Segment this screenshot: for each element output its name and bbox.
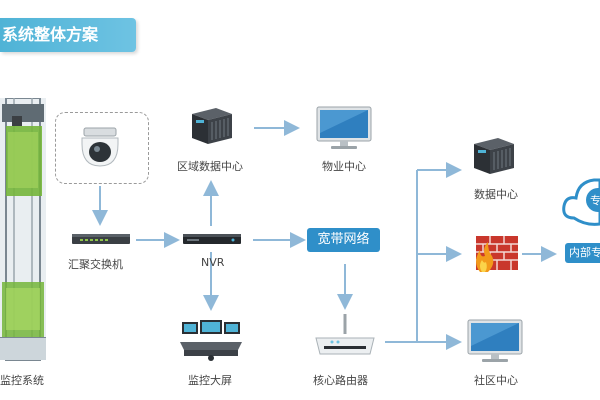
desktop-monitor-icon xyxy=(316,106,372,149)
router-icon xyxy=(315,314,375,355)
data-center-label: 数据中心 xyxy=(474,188,518,201)
network-switch-icon xyxy=(72,234,130,244)
core-router-label: 核心路由器 xyxy=(313,374,368,387)
broadband-network-box: 宽带网络 xyxy=(307,228,380,252)
switch-label: 汇聚交换机 xyxy=(68,258,123,271)
cloud-top-label: 专 xyxy=(590,194,600,207)
page-title: 系统整体方案 xyxy=(0,18,136,52)
community-center-label: 社区中心 xyxy=(474,374,518,387)
dome-camera-icon xyxy=(81,127,119,167)
server-rack-icon xyxy=(192,108,232,144)
camera-frame xyxy=(55,112,149,184)
cloud-internal-label: 内部专 xyxy=(565,243,600,263)
server-rack-icon xyxy=(474,138,514,174)
cloud-icon xyxy=(562,178,600,226)
elevator-shaft-icon xyxy=(0,98,46,361)
property-center-label: 物业中心 xyxy=(322,160,366,173)
regional-dc-label: 区域数据中心 xyxy=(177,160,243,173)
nvr-device-icon xyxy=(183,234,241,244)
control-desk-icon xyxy=(180,320,242,361)
elevator-label: 监控系统 xyxy=(0,374,44,387)
firewall-icon xyxy=(476,236,518,272)
desktop-monitor-icon xyxy=(467,319,523,362)
nvr-label: NVR xyxy=(201,256,225,269)
monitor-wall-label: 监控大屏 xyxy=(188,374,232,387)
